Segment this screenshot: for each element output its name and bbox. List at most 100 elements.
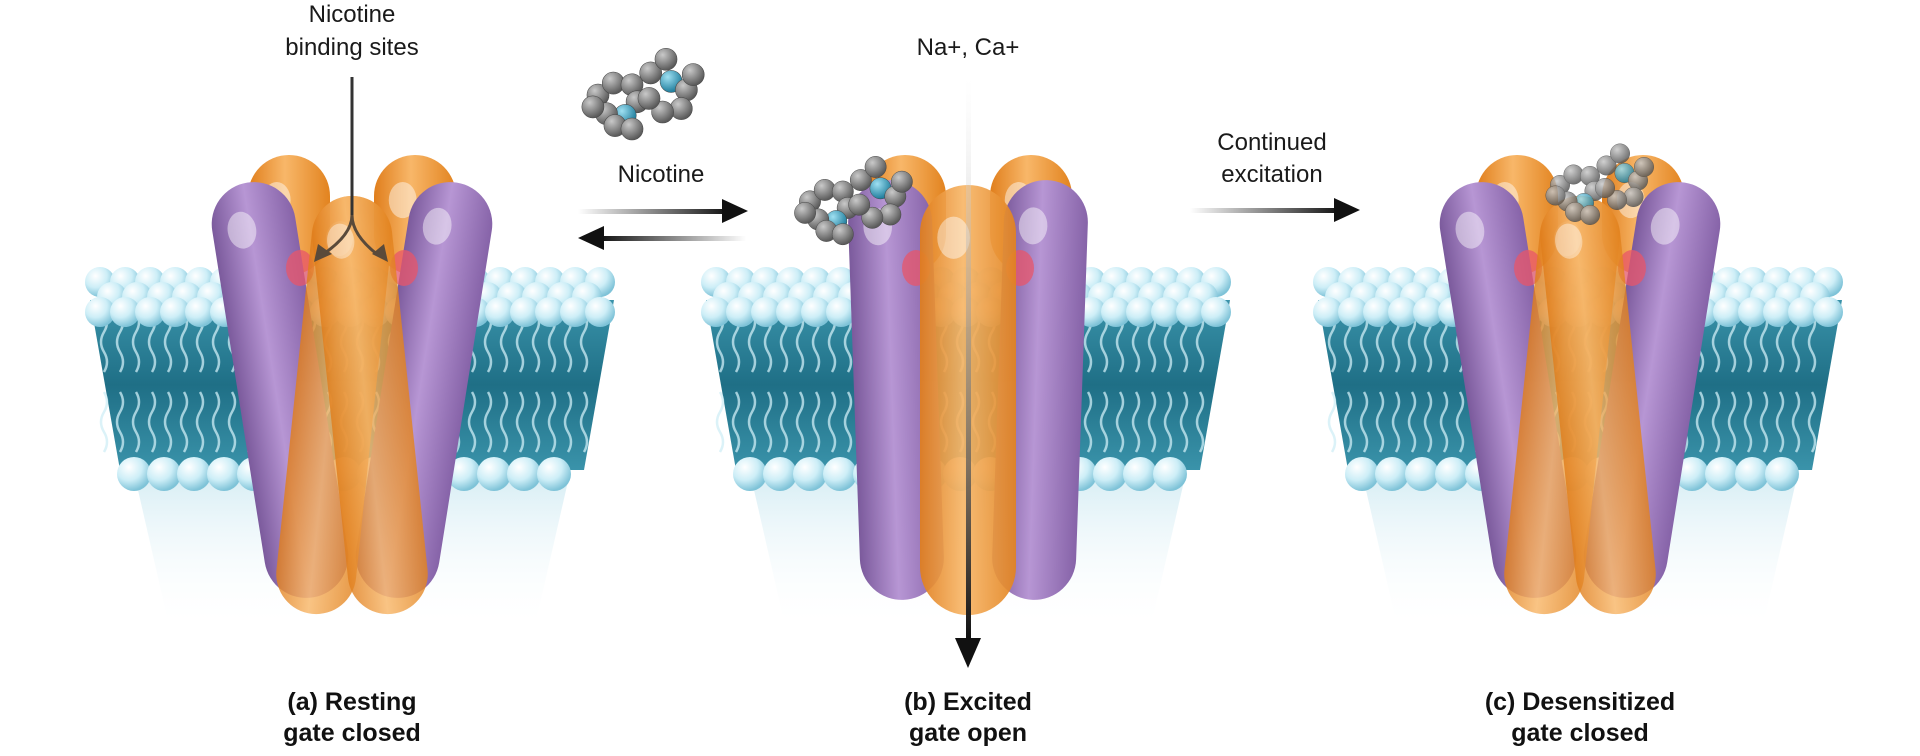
- lipid-head: [1338, 297, 1368, 327]
- subunit-front-right-body: [312, 195, 428, 615]
- lipid-tail: [779, 391, 789, 453]
- lipid-tail: [227, 391, 237, 453]
- lipid-head: [177, 457, 211, 491]
- lipid-tail: [1807, 391, 1817, 453]
- continued-arrowhead: [1334, 198, 1360, 222]
- caption-c-line2: gate closed: [1511, 719, 1649, 747]
- carbon-atom: [620, 117, 644, 141]
- lipid-tail: [147, 391, 157, 453]
- continued-arrow-shaft: [1190, 208, 1340, 213]
- lipid-tail: [499, 391, 509, 453]
- carbon-atom: [864, 156, 887, 178]
- lipid-head: [1126, 297, 1156, 327]
- lipid-head: [535, 297, 565, 327]
- carbon-atom: [637, 87, 661, 110]
- lipid-head: [1201, 297, 1231, 327]
- lipid-tail: [715, 391, 725, 453]
- lipid-head: [1375, 457, 1409, 491]
- carbon-atom: [1610, 143, 1630, 164]
- lipid-tail: [1359, 391, 1369, 453]
- binding-site-left: [286, 250, 314, 286]
- lipid-tail: [483, 391, 493, 453]
- carbon-atom: [879, 203, 902, 226]
- lipid-head: [537, 457, 571, 491]
- binding-pointer-right: [350, 214, 379, 257]
- lipid-tail: [795, 391, 805, 453]
- lipid-tail: [1099, 391, 1109, 453]
- carbon-atom: [651, 100, 674, 124]
- lipid-tail: [1743, 391, 1753, 453]
- lipid-tail: [195, 391, 205, 453]
- lipid-tail: [1391, 391, 1401, 453]
- lipid-head: [1435, 457, 1469, 491]
- binding-site-right: [390, 250, 418, 286]
- continued-label-line1: Continued: [1217, 129, 1326, 156]
- carbon-atom: [849, 169, 872, 191]
- binding-site-left: [1514, 250, 1542, 286]
- lipid-head: [147, 457, 181, 491]
- lipid-head: [776, 297, 806, 327]
- lipid-tail: [843, 391, 853, 453]
- subunit-purple-left-highlight: [227, 211, 257, 249]
- carbon-atom: [1607, 190, 1627, 210]
- reverse-arrow-shaft: [600, 236, 746, 241]
- carbon-atom: [654, 47, 678, 71]
- lipid-head: [1345, 457, 1379, 491]
- nicotine-molecule: [581, 47, 705, 141]
- caption-a-line1: (a) Resting: [287, 688, 416, 716]
- equilibrium-arrows: Nicotine: [578, 161, 748, 250]
- ion-label: Na+, Ca+: [917, 34, 1020, 61]
- lipid-head: [701, 297, 731, 327]
- lipid-head: [1413, 297, 1443, 327]
- caption-b-line2: gate open: [909, 719, 1027, 747]
- lipid-tail: [579, 311, 589, 373]
- lipid-tail: [467, 391, 477, 453]
- lipid-head: [207, 457, 241, 491]
- lipid-tail: [827, 391, 837, 453]
- carbon-atom: [1595, 178, 1615, 198]
- lipid-tail: [515, 391, 525, 453]
- lipid-head: [447, 457, 481, 491]
- lipid-tail: [811, 391, 821, 453]
- subunit-front-right: [1540, 195, 1656, 615]
- lipid-tail: [99, 391, 109, 453]
- nicotine-arrow-label: Nicotine: [618, 161, 705, 188]
- reverse-arrowhead: [578, 226, 604, 250]
- lipid-tail: [763, 391, 773, 453]
- lipid-head: [763, 457, 797, 491]
- lipid-tail: [1407, 391, 1417, 453]
- ion-channel-receptor: [848, 155, 1088, 615]
- lipid-tail: [531, 391, 541, 453]
- forward-arrowhead: [722, 199, 748, 223]
- lipid-head: [1388, 297, 1418, 327]
- lipid-tail: [1195, 391, 1205, 453]
- lipid-tail: [179, 311, 189, 373]
- continued-excitation-arrow: Continued excitation: [1190, 129, 1360, 222]
- subunit-front-right-highlight: [1555, 223, 1583, 259]
- binding-sites-label-line1: Nicotine: [309, 1, 396, 28]
- lipid-head: [1763, 297, 1793, 327]
- lipid-tail: [1343, 391, 1353, 453]
- lipid-head: [1705, 457, 1739, 491]
- carbon-atom: [890, 170, 913, 193]
- lipid-head: [135, 297, 165, 327]
- lipid-head: [560, 297, 590, 327]
- carbon-atom: [1596, 155, 1617, 176]
- lipid-tail: [1807, 311, 1817, 373]
- caption-c-line1: (c) Desensitized: [1485, 688, 1675, 716]
- ion-arrowhead: [955, 638, 981, 668]
- lipid-head: [801, 297, 831, 327]
- lipid-tail: [1791, 391, 1801, 453]
- carbon-atom: [1623, 187, 1644, 207]
- caption-b-line1: (b) Excited: [904, 688, 1032, 716]
- lipid-head: [726, 297, 756, 327]
- lipid-tail: [1439, 391, 1449, 453]
- lipid-head: [1713, 297, 1743, 327]
- lipid-tail: [1131, 391, 1141, 453]
- carbon-atom: [681, 63, 705, 86]
- carbon-atom: [639, 61, 663, 85]
- lipid-head: [826, 297, 856, 327]
- free-nicotine-molecule: [581, 47, 705, 141]
- lipid-tail: [563, 391, 573, 453]
